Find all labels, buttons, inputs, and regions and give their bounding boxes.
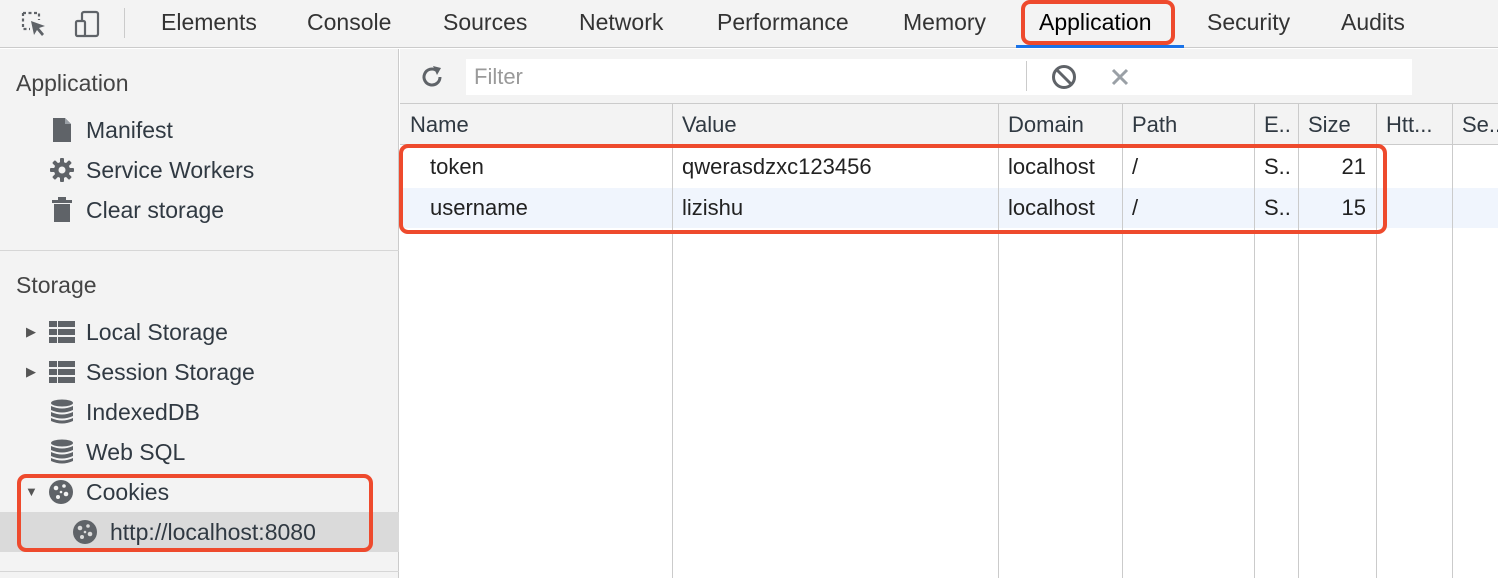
sidebar-item-cookie-origin[interactable]: http://localhost:8080 xyxy=(0,512,399,552)
sidebar-item-clear-storage[interactable]: Clear storage xyxy=(0,190,399,230)
column-header-size[interactable]: Size xyxy=(1308,112,1351,137)
sidebar-item-cookies[interactable]: ▼ Cookies xyxy=(0,472,399,512)
column-header-secure[interactable]: Se... xyxy=(1462,112,1498,137)
storage-section-title: Storage xyxy=(16,272,97,298)
column-resizer[interactable] xyxy=(1452,104,1453,578)
section-divider xyxy=(0,250,399,251)
table-grid-icon xyxy=(48,318,76,346)
sidebar-item-local-storage[interactable]: ▶ Local Storage xyxy=(0,312,399,352)
sidebar-item-label: http://localhost:8080 xyxy=(110,519,316,545)
cell-size: 15 xyxy=(1341,195,1366,220)
tab-memory[interactable]: Memory xyxy=(903,9,987,35)
cell-size: 21 xyxy=(1341,154,1366,179)
document-icon xyxy=(48,116,76,144)
column-header-path[interactable]: Path xyxy=(1132,112,1178,137)
tab-sources[interactable]: Sources xyxy=(443,9,528,35)
column-resizer[interactable] xyxy=(1376,104,1377,578)
gear-icon xyxy=(48,156,76,184)
sidebar-item-label: IndexedDB xyxy=(86,399,200,425)
column-header-expires[interactable]: E.. xyxy=(1264,112,1291,137)
cell-expires: S.. xyxy=(1264,154,1291,179)
column-header-domain[interactable]: Domain xyxy=(1008,112,1084,137)
sidebar-item-label: Web SQL xyxy=(86,439,186,465)
close-icon[interactable] xyxy=(1102,59,1138,95)
filter-input[interactable] xyxy=(466,59,1412,95)
section-divider xyxy=(0,571,399,572)
tab-performance[interactable]: Performance xyxy=(717,9,849,35)
cell-value: qwerasdzxc123456 xyxy=(682,154,872,179)
cell-expires: S.. xyxy=(1264,195,1291,220)
sidebar-item-label: Service Workers xyxy=(86,157,255,183)
tab-application[interactable]: Application xyxy=(1039,9,1152,35)
cell-path: / xyxy=(1132,154,1139,179)
tab-audits[interactable]: Audits xyxy=(1341,9,1405,35)
column-header-name[interactable]: Name xyxy=(410,112,469,137)
column-resizer[interactable] xyxy=(672,104,673,578)
device-toggle-icon[interactable] xyxy=(70,6,106,42)
cookie-icon xyxy=(47,478,75,506)
application-section-title: Application xyxy=(16,70,129,96)
table-grid-icon xyxy=(48,358,76,386)
cell-httponly xyxy=(1386,188,1450,228)
table-row[interactable]: username lizishu localhost / S.. 15 xyxy=(400,188,1498,228)
cell-secure xyxy=(1462,147,1496,187)
tab-security[interactable]: Security xyxy=(1207,9,1291,35)
cursor-arrow-icon[interactable] xyxy=(16,6,52,42)
cell-name: username xyxy=(430,195,528,220)
database-icon xyxy=(48,398,76,426)
tab-console[interactable]: Console xyxy=(307,9,392,35)
filter-bar-separator xyxy=(1026,61,1027,91)
collapse-arrow-icon[interactable]: ▼ xyxy=(25,484,38,499)
cookies-table: Name Value Domain Path E.. Size Htt... S… xyxy=(400,104,1498,578)
cell-value: lizishu xyxy=(682,195,744,220)
trash-icon xyxy=(48,196,76,224)
refresh-icon[interactable] xyxy=(414,59,450,95)
expand-arrow-icon[interactable]: ▶ xyxy=(26,364,36,379)
cell-secure xyxy=(1462,188,1496,228)
devtools-toolbar: Elements Console Sources Network Perform… xyxy=(0,0,1498,48)
sidebar-item-manifest[interactable]: Manifest xyxy=(0,110,399,150)
sidebar-item-label: Cookies xyxy=(86,479,170,505)
column-resizer[interactable] xyxy=(1298,104,1299,578)
cell-domain: localhost xyxy=(1008,154,1095,179)
sidebar-item-session-storage[interactable]: ▶ Session Storage xyxy=(0,352,399,392)
active-tab-indicator xyxy=(1016,45,1184,48)
application-sidebar: Application Manifest Service Workers xyxy=(0,49,399,578)
column-resizer[interactable] xyxy=(1254,104,1255,578)
cell-name: token xyxy=(430,154,484,179)
tab-elements[interactable]: Elements xyxy=(161,9,257,35)
table-header: Name Value Domain Path E.. Size Htt... S… xyxy=(400,104,1498,145)
cell-domain: localhost xyxy=(1008,195,1095,220)
sidebar-item-label: Session Storage xyxy=(86,359,255,385)
cookie-icon xyxy=(71,518,99,546)
block-icon[interactable] xyxy=(1046,59,1082,95)
toolbar-separator xyxy=(124,8,125,38)
column-header-httponly[interactable]: Htt... xyxy=(1386,112,1433,137)
column-resizer[interactable] xyxy=(998,104,999,578)
sidebar-item-service-workers[interactable]: Service Workers xyxy=(0,150,399,190)
sidebar-item-indexeddb[interactable]: IndexedDB xyxy=(0,392,399,432)
sidebar-item-label: Local Storage xyxy=(86,319,228,345)
sidebar-item-label: Manifest xyxy=(86,117,173,143)
expand-arrow-icon[interactable]: ▶ xyxy=(26,324,36,339)
database-icon xyxy=(48,438,76,466)
tab-network[interactable]: Network xyxy=(579,9,664,35)
column-header-value[interactable]: Value xyxy=(682,112,737,137)
column-resizer[interactable] xyxy=(1122,104,1123,578)
sidebar-item-web-sql[interactable]: Web SQL xyxy=(0,432,399,472)
cell-httponly xyxy=(1386,147,1450,187)
table-row[interactable]: token qwerasdzxc123456 localhost / S.. 2… xyxy=(400,147,1498,187)
sidebar-item-label: Clear storage xyxy=(86,197,225,223)
cookies-filter-bar xyxy=(400,49,1498,104)
cell-path: / xyxy=(1132,195,1139,220)
